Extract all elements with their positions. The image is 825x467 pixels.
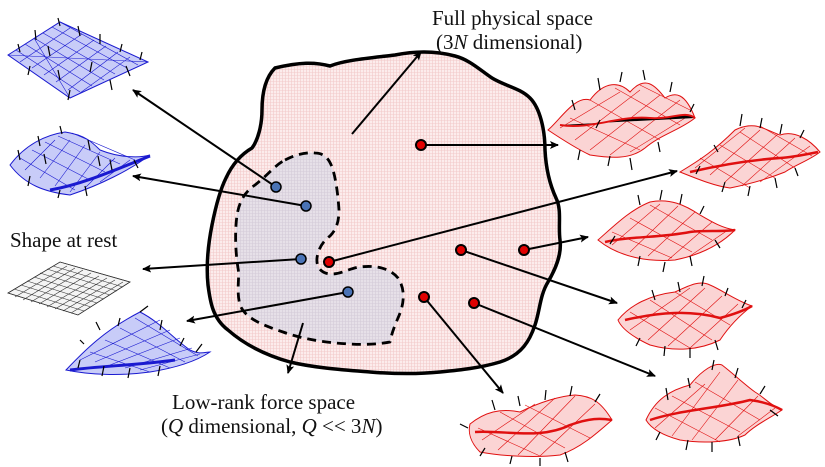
- arrow-b4: [186, 291, 349, 324]
- lowrank-dim-q1: Q: [168, 414, 184, 438]
- full-point-r1: [415, 139, 427, 151]
- arrow-b2: [132, 173, 307, 207]
- full-space-dim-var: N: [453, 30, 468, 54]
- lowrank-dim-text: dimensional,: [183, 414, 302, 438]
- lowrank-title: Low-rank force space: [172, 390, 356, 414]
- lowrank-label-arrow: [286, 322, 304, 374]
- full-point-r4: [518, 244, 530, 256]
- full-point-r3: [455, 244, 467, 256]
- lowrank-dim-compare: << 3: [316, 414, 362, 438]
- red-mesh-top: [547, 69, 696, 171]
- full-space-points: [323, 139, 530, 309]
- full-point-r6: [468, 297, 480, 309]
- arrow-r4: [523, 234, 589, 251]
- red-mesh-bottom-left: [459, 385, 613, 466]
- red-mesh-mid-right-2: [617, 275, 754, 358]
- lowrank-point-b1: [270, 181, 282, 193]
- full-space-title: Full physical space: [432, 6, 593, 30]
- blue-mesh-flat: [7, 17, 150, 101]
- arrow-r3: [460, 249, 618, 305]
- lowrank-dim-q2: Q: [301, 414, 317, 438]
- lowrank-point-b4: [342, 286, 354, 298]
- arrow-r5: [423, 296, 504, 394]
- arrow-r6: [473, 302, 656, 377]
- lowrank-label: Low-rank force space (Q dimensional, Q <…: [161, 390, 382, 438]
- arrow-b3: [142, 258, 302, 273]
- full-point-r5: [418, 291, 430, 303]
- arrow-r2: [328, 169, 678, 263]
- arrow-b1: [132, 89, 277, 188]
- full-space-dimension: (3N dimensional): [432, 30, 593, 54]
- lowrank-dim-n: N: [361, 414, 376, 438]
- lowrank-dimension: (Q dimensional, Q << 3N): [161, 414, 382, 438]
- full-space-label-arrow: [351, 51, 422, 135]
- full-point-r2: [323, 256, 335, 268]
- lowrank-point-b3: [295, 253, 307, 265]
- rest-shape-label: Shape at rest: [10, 228, 118, 252]
- rest-mesh: [7, 261, 131, 316]
- full-space-label: Full physical space (3N dimensional): [432, 6, 593, 54]
- red-mesh-mid-right-1: [597, 189, 737, 273]
- lowrank-point-b2: [300, 200, 312, 212]
- red-mesh-upper-right: [678, 113, 821, 197]
- full-space-dim-text: dimensional): [467, 30, 583, 54]
- red-mesh-bottom-right: [645, 359, 784, 452]
- lowrank-dim-close: ): [375, 414, 383, 438]
- blue-mesh-bump: [65, 305, 212, 379]
- blue-mesh-curl: [9, 125, 151, 199]
- full-space-dim-open: (3: [436, 30, 454, 54]
- lowrank-dim-open: (: [161, 414, 168, 438]
- lowrank-points: [270, 181, 354, 298]
- mapping-arrows: [132, 51, 678, 394]
